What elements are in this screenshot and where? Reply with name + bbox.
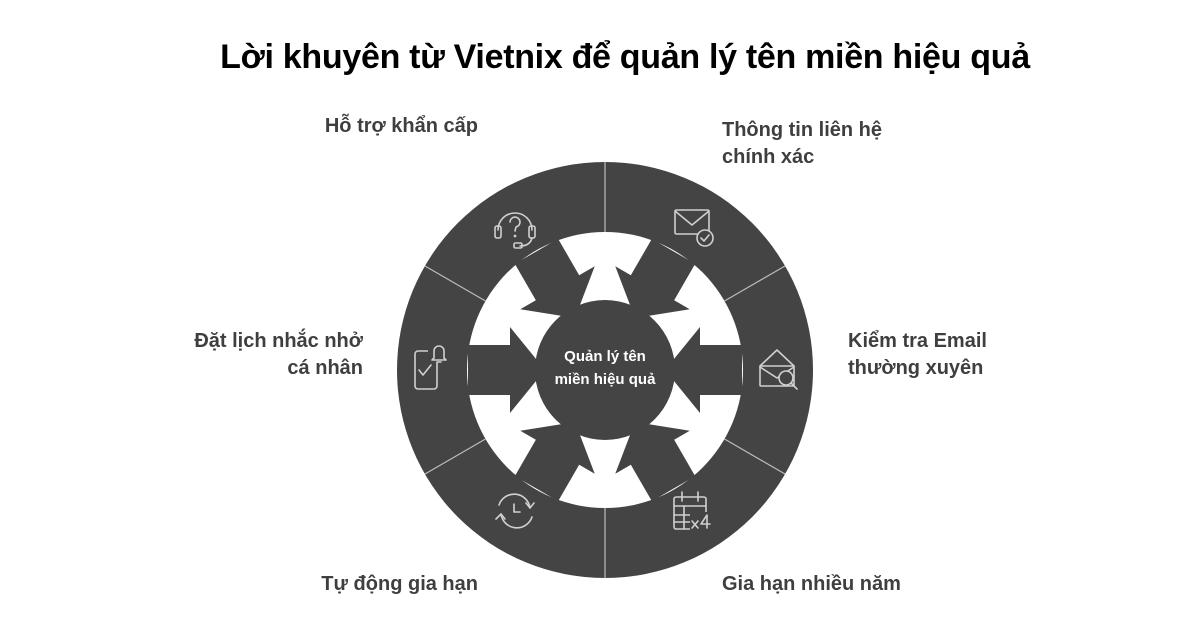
arrow-lower-left (514, 421, 595, 502)
center-label-line2: miền hiệu quả (554, 371, 656, 388)
label-line: Gia hạn nhiều năm (722, 573, 901, 595)
calendar-x4-icon (673, 491, 712, 532)
label-line: Hỗ trợ khẩn cấp (324, 115, 478, 137)
center-circle (535, 300, 675, 440)
arrow-upper-left (514, 238, 595, 319)
mail-search-icon (759, 349, 798, 390)
label-multi-year: Gia hạn nhiều năm (722, 571, 901, 598)
clock-refresh-icon (495, 493, 535, 529)
label-line: Đặt lịch nhắc nhở (194, 330, 363, 352)
label-emergency-support: Hỗ trợ khẩn cấp (280, 113, 478, 140)
arrow-lower-right (615, 421, 696, 502)
page-title: Lời khuyên từ Vietnix để quản lý tên miề… (220, 38, 1030, 76)
arrow-upper-right (615, 238, 696, 319)
label-line: cá nhân (287, 357, 363, 379)
label-check-email: Kiểm tra Email thường xuyên (848, 328, 987, 382)
label-auto-renew: Tự động gia hạn (280, 571, 478, 598)
arrows (468, 238, 742, 502)
mail-check-icon (674, 209, 714, 247)
ring-dividers (424, 162, 786, 578)
arrow-right (665, 327, 742, 413)
label-line: Kiểm tra Email (848, 330, 987, 352)
label-line: Thông tin liên hệ (722, 119, 882, 141)
label-line: thường xuyên (848, 357, 984, 379)
label-reminder: Đặt lịch nhắc nhở cá nhân (150, 328, 363, 382)
center-label: Quản lý tên miền hiệu quả (535, 345, 675, 391)
arrow-left (468, 327, 545, 413)
label-line: Tự động gia hạn (321, 573, 478, 595)
phone-bell-icon (414, 340, 450, 390)
center-label-line1: Quản lý tên (564, 348, 646, 365)
label-line: chính xác (722, 146, 815, 168)
label-contact-info: Thông tin liên hệ chính xác (722, 117, 882, 171)
headset-question-icon (494, 212, 536, 249)
